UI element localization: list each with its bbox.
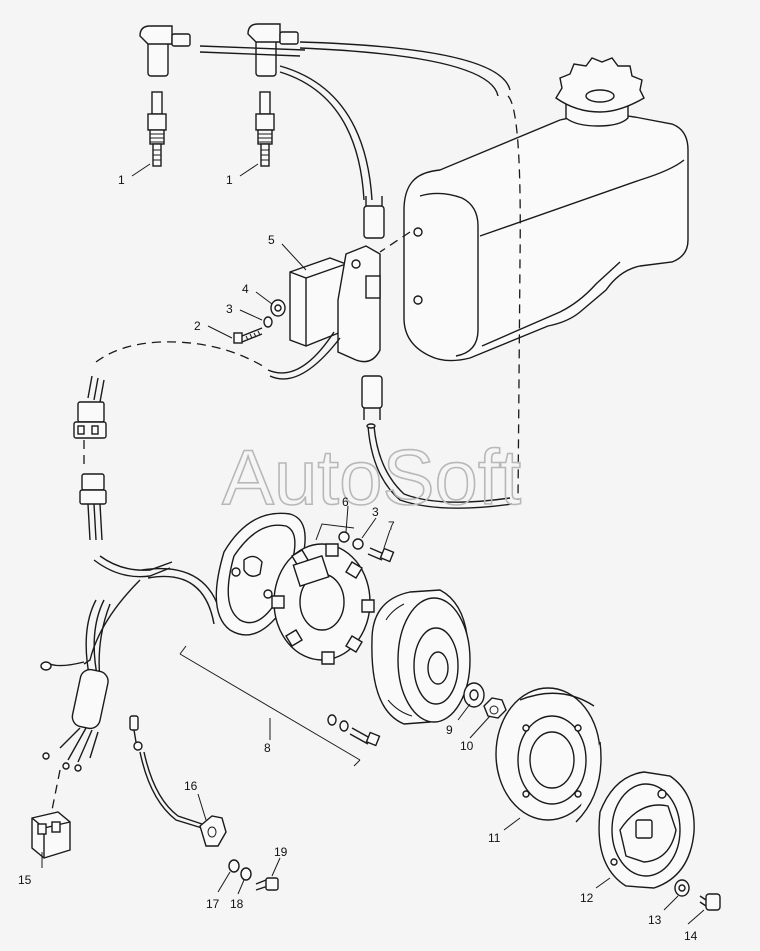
callout-wire-lockwasher: 18 — [230, 897, 244, 911]
flywheel — [371, 589, 471, 725]
ignition-coil — [289, 196, 385, 363]
callout-stator-screw: 7 — [388, 519, 395, 533]
coil-flatwasher — [270, 299, 286, 317]
ground-wire — [129, 715, 227, 847]
fan-bolt — [699, 893, 721, 911]
callout-labels: 1 1 2 3 4 5 6 3 7 8 9 10 11 12 13 14 15 … — [18, 173, 698, 943]
stator-washer — [338, 531, 350, 543]
callout-coil-lockwasher: 3 — [226, 302, 233, 316]
hv-lead-left — [199, 45, 306, 57]
stator-lockwasher — [352, 538, 364, 550]
spark-plug-cap-left — [139, 25, 191, 77]
callout-magneto-assembly: 8 — [264, 741, 271, 755]
wire-screw — [255, 877, 279, 891]
fan-washer — [674, 879, 690, 897]
watermark-text: AutoSoft — [222, 433, 522, 521]
callout-flywheel-washer: 9 — [446, 723, 453, 737]
flywheel-nut — [483, 697, 507, 719]
callout-spark-plug-left: 1 — [118, 173, 125, 187]
spark-plug-right — [255, 91, 275, 167]
routing-dashes — [51, 95, 521, 811]
callout-spark-plug-right: 1 — [226, 173, 233, 187]
callout-fan-bolt: 14 — [684, 929, 698, 943]
callout-regulator: 15 — [18, 873, 32, 887]
regulator — [31, 811, 71, 859]
oil-tank-cap — [555, 57, 645, 127]
callout-ignition-coil: 5 — [268, 233, 275, 247]
stator-screw — [367, 547, 395, 563]
wire-connector-upper — [73, 375, 107, 439]
leader-lines — [41, 163, 705, 925]
wiring-harness — [40, 555, 223, 772]
wire-connector-lower — [79, 473, 107, 541]
starter-cup — [495, 687, 602, 823]
wire-lockwasher — [240, 867, 252, 881]
callout-fan-plate: 12 — [580, 891, 594, 905]
callout-wire-washer: 17 — [206, 897, 220, 911]
callout-stator-washer: 6 — [342, 495, 349, 509]
flywheel-washer — [463, 682, 485, 708]
callout-starter-cup: 11 — [488, 831, 501, 845]
ignition-coil-ground-lead — [267, 331, 341, 380]
callout-wire-screw: 19 — [274, 845, 288, 859]
coil-lockwasher — [263, 316, 273, 328]
magneto-bracket-line — [179, 523, 361, 767]
callout-flywheel-nut: 10 — [460, 739, 474, 753]
hv-lead-right — [279, 41, 511, 201]
spark-plug-left — [147, 91, 167, 167]
callout-coil-flatwasher: 4 — [242, 282, 249, 296]
callout-fan-washer: 13 — [648, 913, 662, 927]
callout-ground-wire: 16 — [184, 779, 198, 793]
hv-lead-lower — [361, 375, 513, 509]
coil-bolt — [233, 327, 263, 344]
callout-stator-lockwasher: 3 — [372, 505, 379, 519]
callout-coil-bolt: 2 — [194, 319, 201, 333]
stator-screw-lower — [327, 714, 381, 747]
wire-washer — [228, 859, 240, 873]
fan-plate — [598, 771, 695, 889]
oil-tank — [403, 113, 689, 362]
stator — [271, 543, 375, 665]
